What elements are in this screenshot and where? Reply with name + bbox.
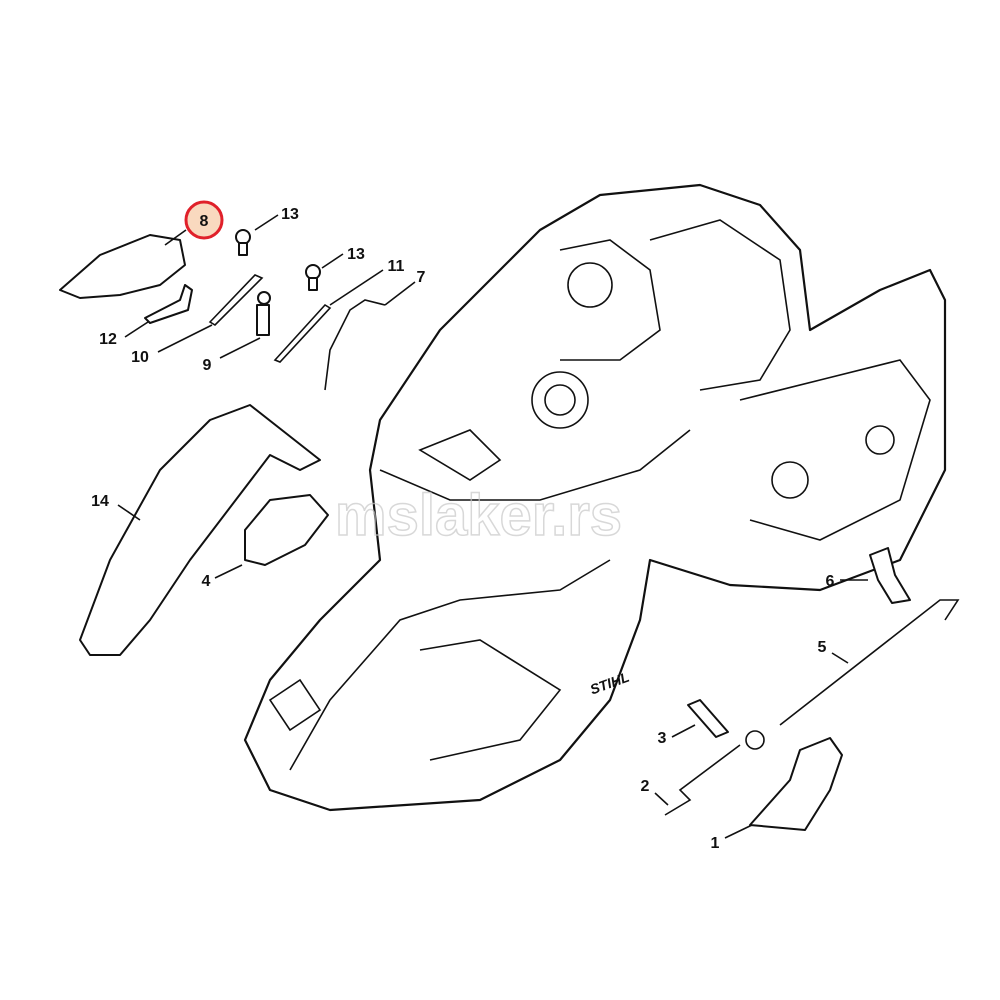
- watermark: mslaker.rs: [335, 483, 622, 548]
- chainsaw-housing: STIHL: [243, 183, 947, 812]
- highlight-circle: [184, 200, 224, 240]
- part-6-shape: [869, 547, 911, 604]
- label-9[interactable]: 9: [203, 357, 212, 374]
- label-2[interactable]: 2: [641, 778, 650, 795]
- part-3-pin: [687, 699, 729, 738]
- label-13-b[interactable]: 13: [347, 246, 365, 263]
- part-13-screw-a: [235, 229, 251, 256]
- label-1[interactable]: 1: [711, 835, 720, 852]
- part-9-shape: [256, 291, 271, 336]
- part-5-rod: [779, 599, 960, 726]
- part-8-shape[interactable]: [59, 234, 186, 299]
- label-8[interactable]: 8: [200, 213, 209, 230]
- label-11[interactable]: 11: [388, 258, 405, 275]
- label-13-a[interactable]: 13: [281, 206, 299, 223]
- part-10-shape: [208, 274, 264, 327]
- part-1-trigger: [749, 737, 843, 831]
- label-14[interactable]: 14: [91, 493, 109, 510]
- label-12[interactable]: 12: [99, 331, 117, 348]
- label-7[interactable]: 7: [417, 269, 426, 286]
- label-3[interactable]: 3: [658, 730, 667, 747]
- part-14-handle: [79, 404, 321, 656]
- label-10[interactable]: 10: [131, 349, 149, 366]
- leader-lines: [117, 214, 868, 839]
- part-4-shape: [244, 494, 329, 566]
- label-6[interactable]: 6: [826, 573, 835, 590]
- part-13-screw-b: [305, 264, 321, 291]
- part-2-spring: [664, 730, 765, 816]
- label-4[interactable]: 4: [202, 573, 211, 590]
- part-7-shape: [324, 299, 386, 391]
- part-12-shape: [144, 284, 193, 324]
- part-11-shape: [273, 303, 332, 363]
- label-5[interactable]: 5: [818, 639, 827, 656]
